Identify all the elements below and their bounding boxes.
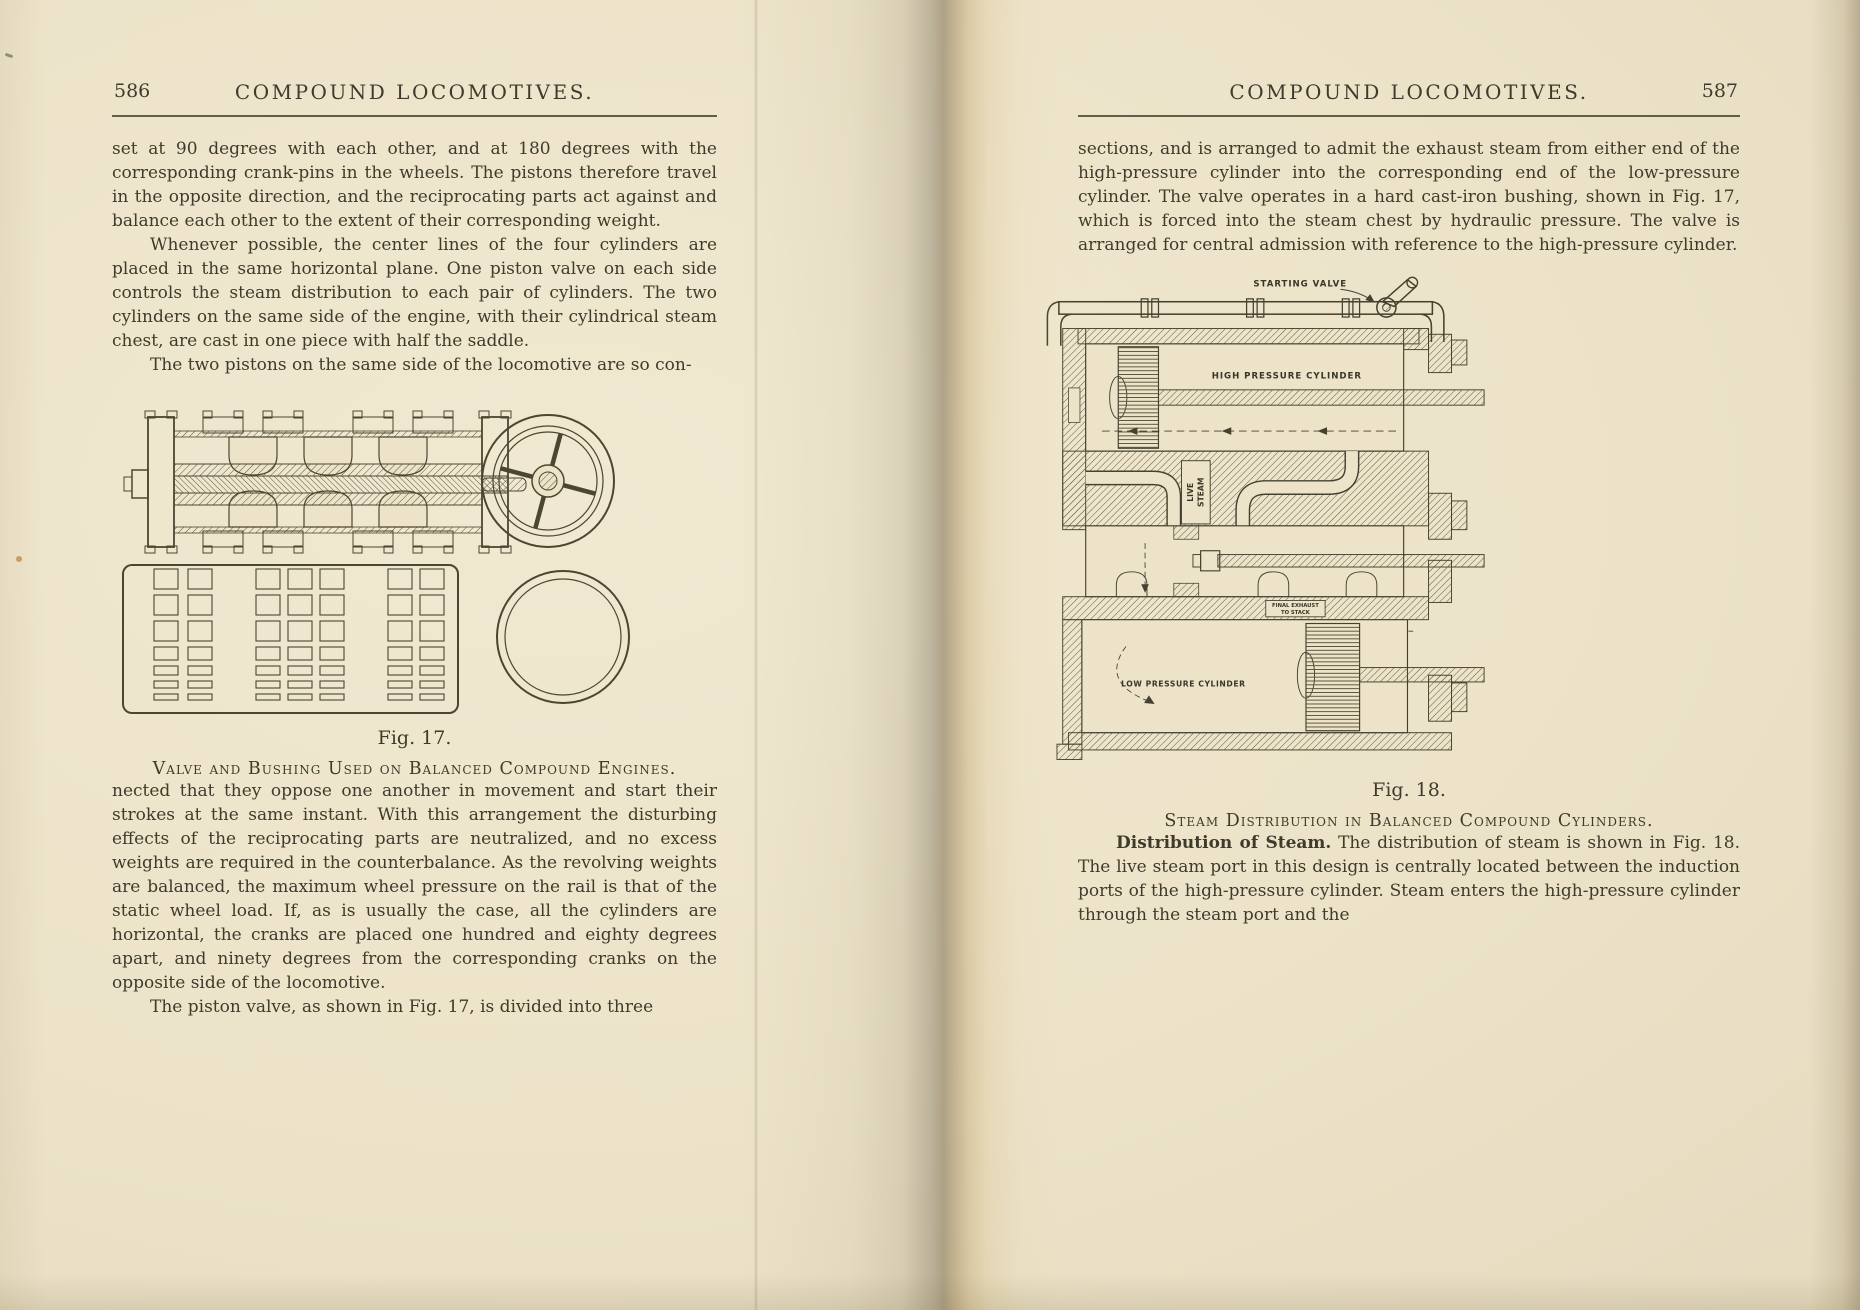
wheel-drawing — [481, 414, 615, 548]
figure-17-svg — [122, 410, 630, 714]
right-page: COMPOUND LOCOMOTIVES. 587 sections, and … — [1046, 0, 1740, 927]
live-steam-label-line2: STEAM — [1196, 478, 1205, 508]
figure-18-drawing: STARTING VALVE — [1030, 273, 1490, 771]
paragraph: Distribution of Steam. The distribution … — [1078, 831, 1740, 927]
right-edge-shading — [1810, 0, 1860, 1310]
figure-18-label: Fig. 18. — [1372, 779, 1446, 801]
low-pressure-section — [1056, 619, 1485, 760]
flange-details — [1428, 333, 1468, 722]
paragraph: The two pistons on the same side of the … — [150, 355, 692, 375]
left-running-head: 586 COMPOUND LOCOMOTIVES. — [112, 80, 717, 106]
left-head-rule — [112, 115, 717, 117]
figure-18-caption: Steam Distribution in Balanced Compound … — [1164, 811, 1654, 831]
valve-chamber-section — [1085, 525, 1485, 598]
page-edge-line — [754, 0, 758, 1310]
paragraph: nected that they oppose one another in m… — [112, 781, 717, 993]
high-pressure-section — [1062, 328, 1485, 531]
low-pressure-cylinder-label: LOW PRESSURE CYLINDER — [1121, 680, 1246, 689]
high-pressure-cylinder-label: HIGH PRESSURE CYLINDER — [1212, 371, 1362, 381]
right-running-title: COMPOUND LOCOMOTIVES. — [1229, 80, 1589, 104]
paragraph: Whenever possible, the center lines of t… — [112, 235, 717, 351]
starting-valve-arrow — [1340, 288, 1372, 301]
left-page-number: 586 — [114, 80, 151, 102]
final-exhaust-label-line2: TO STACK — [1281, 610, 1311, 616]
piston-valve-drawing — [123, 410, 527, 554]
ring-drawing — [496, 570, 630, 704]
paragraph: sections, and is arranged to admit the e… — [1078, 139, 1740, 255]
figure-18-svg: STARTING VALVE — [1046, 276, 1485, 760]
live-steam-label-line1: LIVE — [1186, 483, 1195, 502]
left-edge-shading — [0, 0, 46, 1310]
left-running-title: COMPOUND LOCOMOTIVES. — [234, 80, 595, 104]
bottom-edge-shading — [0, 1274, 1860, 1310]
paper-speck — [4, 52, 14, 59]
starting-valve-label: STARTING VALVE — [1253, 279, 1347, 289]
right-page-number: 587 — [1701, 80, 1738, 102]
steam-chest-section — [1062, 450, 1430, 527]
bushing-drawing — [122, 564, 459, 714]
final-exhaust-label-line1: FINAL EXHAUST — [1272, 603, 1319, 609]
figure-17-drawing — [118, 397, 718, 719]
right-running-head: COMPOUND LOCOMOTIVES. 587 — [1078, 80, 1740, 106]
steam-pipe-drawing — [1046, 276, 1445, 346]
right-head-rule — [1078, 115, 1740, 117]
figure-17-label: Fig. 17. — [377, 727, 452, 749]
paper-speck — [16, 556, 22, 562]
left-page: 586 COMPOUND LOCOMOTIVES. set at 90 degr… — [112, 0, 717, 1019]
paragraph-text: The distribution of steam is shown in Fi… — [1078, 833, 1740, 925]
paragraph: set at 90 degrees with each other, and a… — [112, 139, 717, 231]
figure-17-caption: Valve and Bushing Used on Balanced Compo… — [152, 759, 677, 779]
paragraph: The piston valve, as shown in Fig. 17, i… — [150, 997, 654, 1017]
paragraph-bold-lead: Distribution of Steam. — [1116, 833, 1332, 853]
